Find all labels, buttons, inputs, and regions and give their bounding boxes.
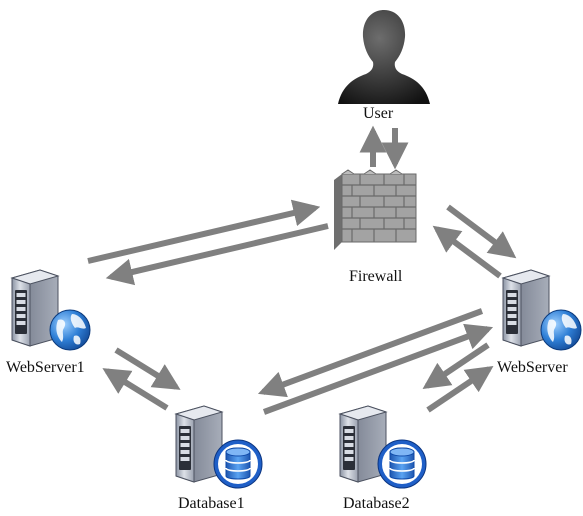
- webserver2-label: WebServer: [497, 359, 568, 376]
- database2-icon: [339, 405, 427, 489]
- arrow-webserver2-to-firewall: [432, 225, 502, 279]
- connection-arrows: [87, 125, 517, 415]
- globe-icon: [49, 309, 91, 351]
- database2-label: Database2: [343, 495, 410, 512]
- arrow-webserver1-to-database1: [114, 347, 181, 390]
- globe-icon: [540, 309, 582, 351]
- database-cylinder-icon: [213, 439, 263, 489]
- database1-icon: [175, 405, 263, 489]
- database1-label: Database1: [178, 495, 245, 512]
- webserver1-icon: [11, 269, 91, 351]
- arrow-database1-to-webserver2: [262, 323, 494, 415]
- arrow-webserver2-to-database2: [422, 342, 490, 390]
- webserver1-label: WebServer1: [6, 359, 85, 376]
- firewall-label: Firewall: [349, 268, 403, 285]
- arrow-firewall-to-webserver2: [446, 204, 517, 259]
- arrow-webserver1-to-firewall: [87, 199, 321, 264]
- brick-wall-icon: [334, 169, 417, 250]
- database-cylinder-icon: [377, 439, 427, 489]
- webserver2-icon: [502, 269, 582, 351]
- arrow-webserver2-to-database1: [257, 308, 484, 398]
- arrow-firewall-to-webserver1: [105, 223, 329, 286]
- arrow-database2-to-webserver2: [426, 365, 494, 413]
- user-label: User: [363, 105, 394, 122]
- arrow-database1-to-webserver1: [102, 368, 169, 411]
- user-silhouette-icon: [338, 10, 430, 104]
